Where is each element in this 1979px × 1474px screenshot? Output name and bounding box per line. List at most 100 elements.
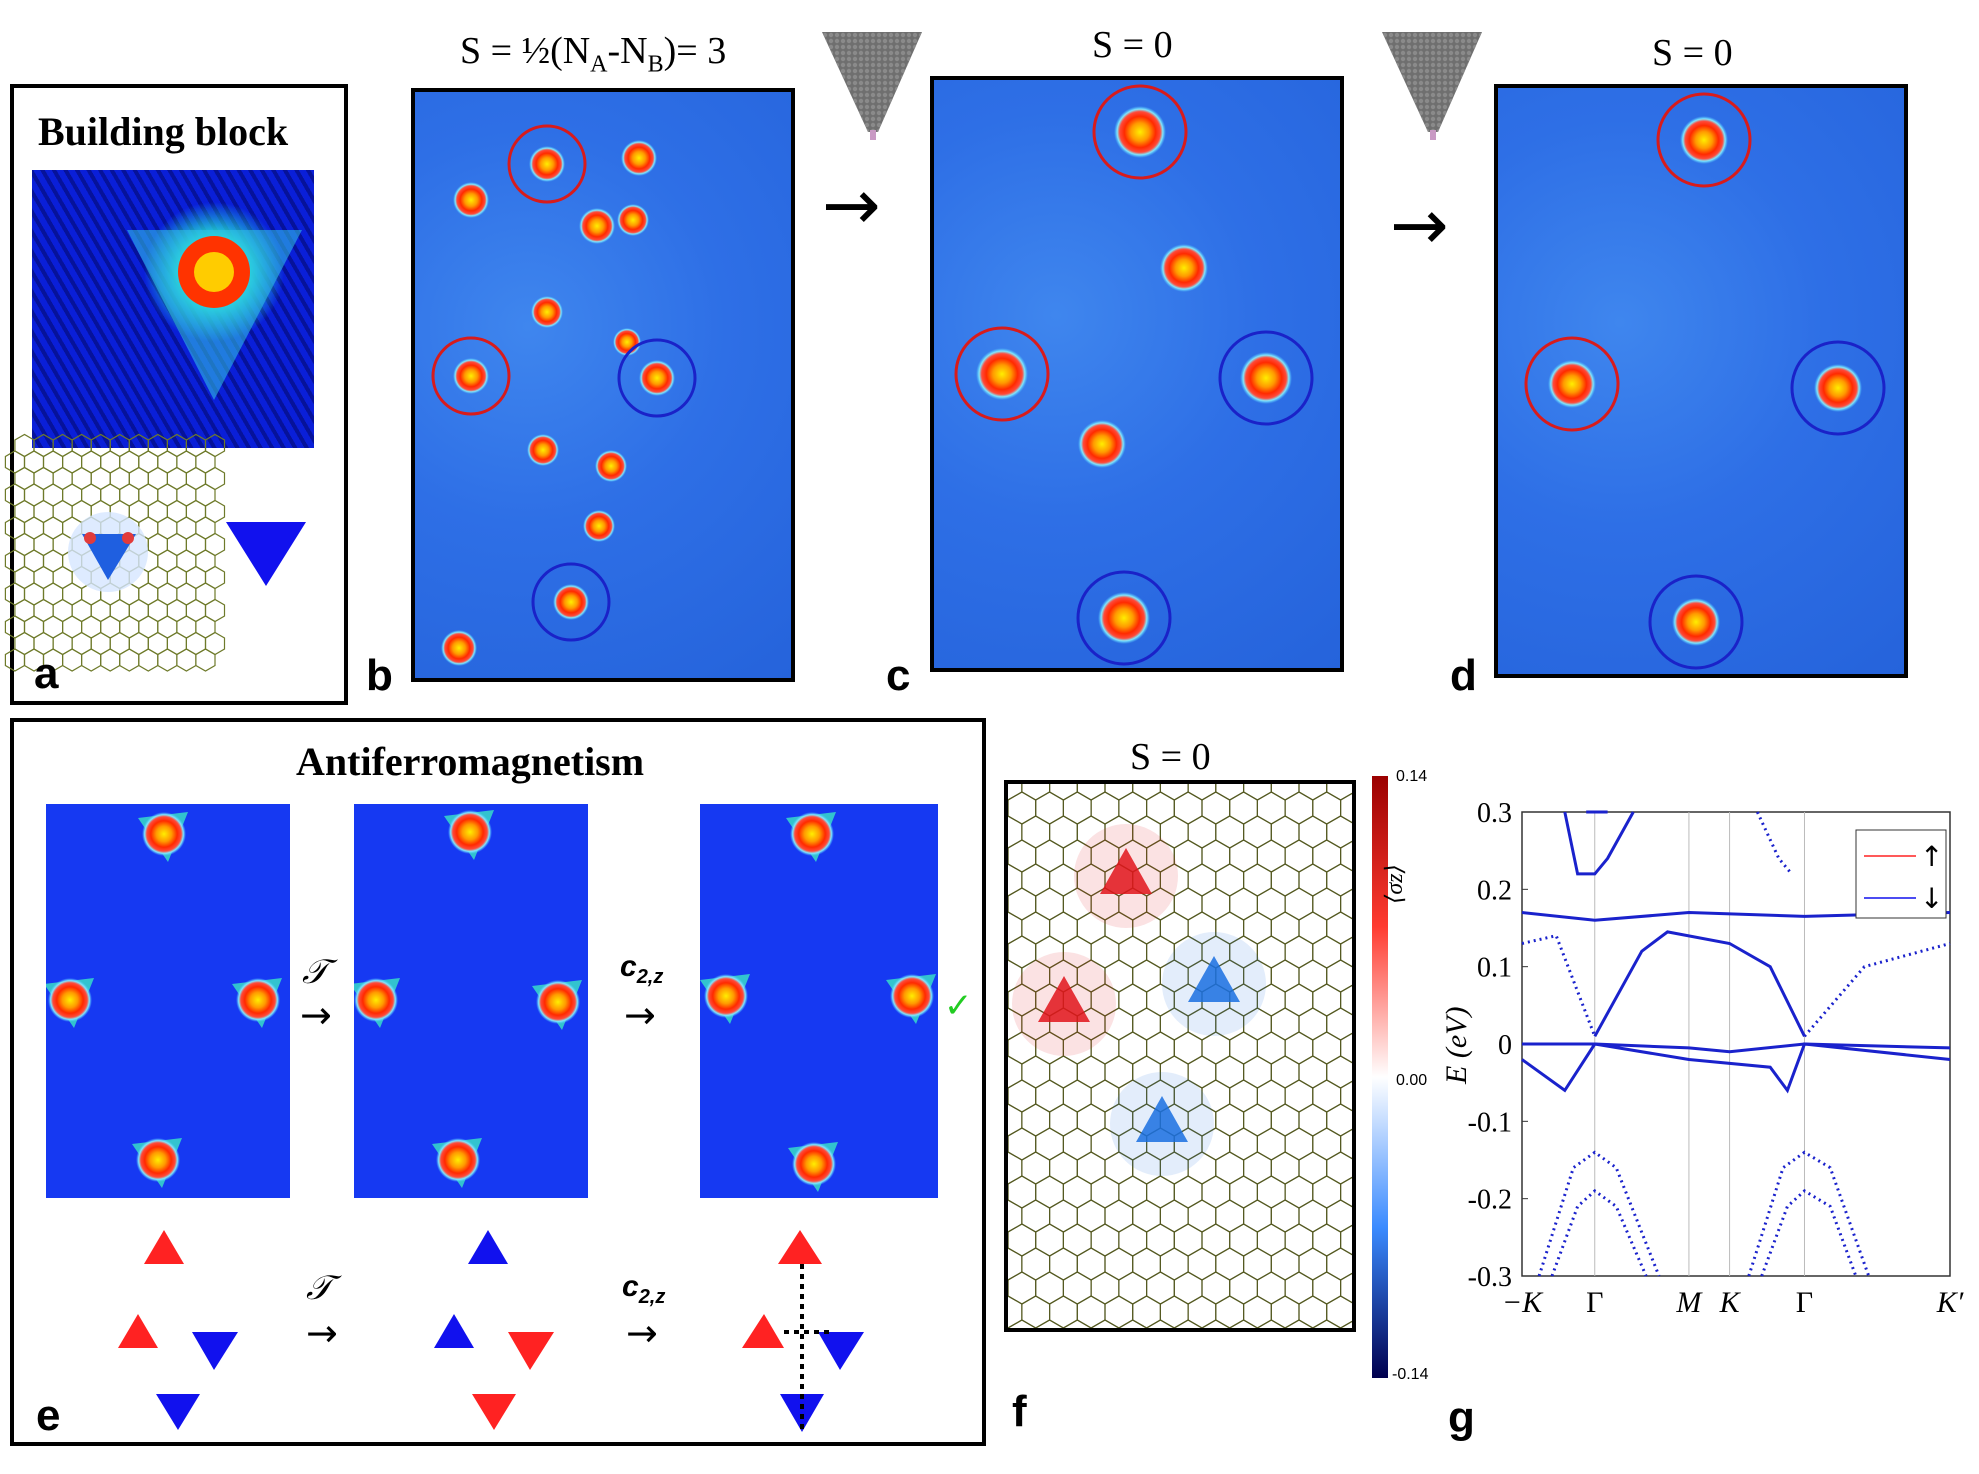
afm-config-3 <box>700 804 938 1198</box>
lattice-hexagon <box>1062 791 1092 825</box>
lattice-hexagon <box>1035 1319 1065 1328</box>
lattice-hexagon <box>1243 1151 1272 1185</box>
adatom-dot <box>595 450 627 482</box>
triangle-halo <box>127 230 302 400</box>
lattice-hexagon <box>1035 1223 1065 1257</box>
afm-dot <box>354 978 398 1022</box>
lattice-hexagon <box>1256 1319 1286 1328</box>
afm-dot <box>236 978 280 1022</box>
lattice-hexagon <box>1298 1151 1328 1185</box>
y-tick-label: -0.2 <box>1468 1185 1512 1216</box>
lattice-hexagon <box>1187 863 1217 897</box>
lattice-hexagon <box>1284 935 1314 969</box>
afm-dot <box>536 980 580 1024</box>
panel-f-lattice-map <box>1004 780 1356 1332</box>
lattice-hexagon <box>1312 983 1342 1017</box>
band-line <box>1747 1150 1871 1277</box>
lattice-hexagon <box>1035 839 1065 873</box>
lattice-hexagon <box>1270 1103 1300 1137</box>
arrow-b-to-c: → <box>822 164 881 246</box>
adatom-dot <box>529 146 565 182</box>
adatom-dot <box>621 140 657 176</box>
lattice-hexagon <box>1270 784 1300 801</box>
lattice-hexagon <box>1326 1295 1352 1328</box>
y-tick-label: 0.1 <box>1477 953 1512 984</box>
lattice-hexagon <box>1008 1199 1023 1233</box>
lattice-hexagon <box>1008 1271 1037 1305</box>
lattice-hexagon <box>1229 1127 1258 1161</box>
adatom-dot <box>553 584 589 620</box>
time-reversal-symbol: 𝒯 <box>302 954 329 991</box>
lattice-hexagon <box>1173 1319 1203 1328</box>
lattice-hexagon <box>1354 1104 1356 1136</box>
lattice-hexagon <box>1118 935 1148 969</box>
lattice-hexagon <box>1326 959 1352 993</box>
lattice-hexagon <box>1008 815 1023 849</box>
lattice-hexagon <box>1270 1055 1300 1089</box>
lattice-hexagon <box>1159 1247 1189 1281</box>
panel-e-frame <box>10 718 986 1446</box>
lattice-hexagon <box>1104 784 1134 801</box>
lattice-hexagon <box>1256 1175 1286 1209</box>
y-tick-label: 0.3 <box>1477 798 1512 829</box>
afm-config-1 <box>46 804 290 1198</box>
lattice-hexagon <box>1326 784 1352 801</box>
time-reversal-symbol-2: 𝒯 <box>306 1270 333 1307</box>
lattice-hexagon <box>1256 791 1286 825</box>
panel-letter-b: b <box>366 651 393 700</box>
adatom-dot <box>1098 592 1150 644</box>
afm-dot <box>790 812 834 856</box>
lattice-hexagon <box>1270 959 1300 993</box>
y-tick-label: -0.1 <box>1468 1107 1512 1138</box>
lattice-hexagon <box>1340 1080 1352 1112</box>
adatom-dot <box>639 360 675 396</box>
lattice-hexagon <box>1326 1103 1352 1137</box>
lattice-hexagon <box>1215 1151 1245 1185</box>
lattice-hexagon <box>1008 791 1037 825</box>
lattice-hexagon <box>1021 1247 1051 1281</box>
lattice-hexagon <box>1090 1175 1120 1209</box>
lattice-hexagon <box>1243 1055 1272 1089</box>
lattice-hexagon <box>1354 1008 1356 1040</box>
lattice-hexagon <box>1048 1199 1078 1233</box>
spin-up-ring <box>431 336 511 416</box>
lattice-hexagon <box>1008 1151 1023 1185</box>
adatom-dot <box>441 630 477 666</box>
adatom-dot <box>453 358 489 394</box>
lattice-hexagon <box>1284 1319 1314 1328</box>
lattice-hexagon <box>1048 1295 1078 1328</box>
panel-a-title: Building block <box>38 109 289 154</box>
lattice-hexagon <box>1146 791 1175 825</box>
band-line <box>1550 1188 1648 1277</box>
colorbar <box>1372 776 1388 1378</box>
afm-dot <box>704 974 748 1018</box>
triangle-config-1 <box>118 1230 238 1430</box>
lattice-hexagon <box>1062 1127 1092 1161</box>
lattice-hexagon <box>1243 1199 1272 1233</box>
spin-up-ring <box>954 326 1050 422</box>
lattice-hexagon <box>1340 1320 1352 1328</box>
y-tick-label: -0.3 <box>1468 1262 1512 1293</box>
check-mark-icon: ✓ <box>944 986 973 1026</box>
lattice-hexagon <box>1008 1079 1037 1113</box>
lattice-hexagon <box>1312 1319 1342 1328</box>
lattice-hexagon <box>1076 1247 1106 1281</box>
lattice-hexagon <box>1021 815 1051 849</box>
lattice-hexagon <box>1201 1271 1231 1305</box>
lattice-hexagon <box>1008 863 1023 897</box>
lattice-hexagon <box>1229 1175 1258 1209</box>
lattice-hexagon <box>1187 1295 1217 1328</box>
lattice-hexagon <box>1298 1247 1328 1281</box>
panel-letter-d: d <box>1450 651 1477 700</box>
lattice-hexagon <box>1118 1223 1148 1257</box>
lattice-hexagon <box>1312 1127 1342 1161</box>
panel-letter-a: a <box>34 649 59 698</box>
adatom-dot <box>1672 598 1720 646</box>
lattice-hexagon <box>1076 1199 1106 1233</box>
lattice-hexagon <box>1104 1295 1134 1328</box>
lattice-hexagon <box>1201 1319 1231 1328</box>
lattice-hexagon <box>1270 1151 1300 1185</box>
triangle-config-2 <box>434 1230 554 1430</box>
lattice-hexagon <box>1173 839 1203 873</box>
lattice-hexagon <box>1256 1127 1286 1161</box>
